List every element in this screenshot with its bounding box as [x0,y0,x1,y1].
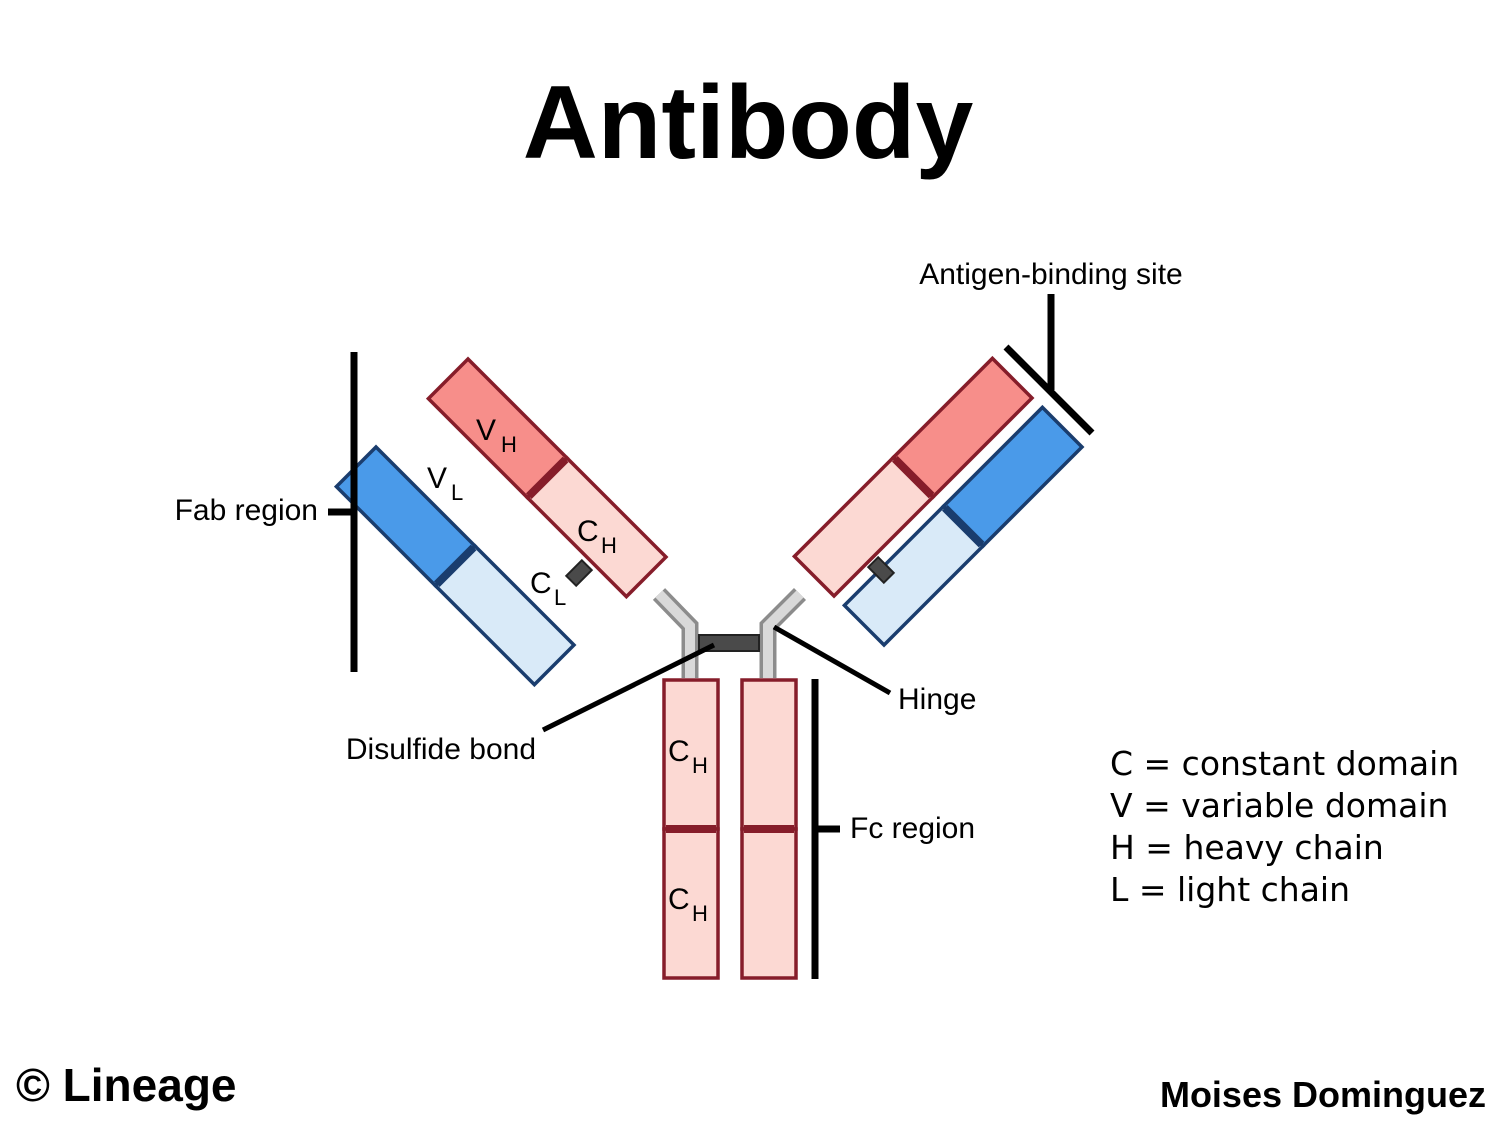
left-fab-heavy [425,356,669,600]
legend-item: V = variable domain [1110,786,1448,825]
vh-subscript: H [501,432,517,457]
right-heavy-domain-divider [891,455,935,499]
label-vl-left: V L [427,462,463,505]
label-ch-fc-upper: C H [668,735,708,778]
left-fab-disulfide [564,558,594,588]
hinge-leader [772,624,892,696]
ch-letter: C [577,515,599,548]
fc-region-label: Fc region [850,812,975,845]
legend-item: C = constant domain [1110,744,1459,783]
label-cl-left: C L [530,567,566,610]
fc-left-ch2-domain [662,678,720,831]
fc-right-chain [740,678,798,980]
hinge-label: Hinge [898,683,976,716]
antigen-binding-site-label: Antigen-binding site [919,258,1183,291]
copyright-credit: © Lineage [16,1059,237,1111]
fc-left-chain [662,678,720,980]
ch-fc-upper-subscript: H [692,753,708,778]
ch-fc-upper-letter: C [668,735,690,768]
cl-letter: C [530,567,552,600]
ch-fc-lower-letter: C [668,883,690,916]
right-fab-light [841,404,1085,648]
author-credit: Moises Dominguez [1160,1074,1486,1115]
ch-subscript: H [601,533,617,558]
left-hinge-segment-fill [655,590,695,678]
disulfide-bond-leader [541,642,716,733]
left-heavy-domain-divider [525,456,569,500]
right-hinge-segment-fill [763,590,804,678]
vl-letter: V [427,462,447,495]
fc-right-ch3-domain [740,827,798,980]
left-fab-arm [333,444,577,688]
ch-fc-lower-subscript: H [692,901,708,926]
vl-subscript: L [451,480,463,505]
page-title: Antibody [523,65,974,181]
vh-letter: V [476,414,496,447]
fc-right-ch2-domain [740,678,798,831]
disulfide-bond-label: Disulfide bond [346,733,536,766]
right-light-domain-divider [941,504,985,548]
label-ch-left: C H [577,515,617,558]
legend-item: L = light chain [1110,870,1350,909]
label-vh-left: V H [476,414,517,457]
left-light-domain-divider [433,544,477,588]
right-fab-disulfide [866,555,896,585]
legend-item: H = heavy chain [1110,828,1384,867]
cl-subscript: L [554,585,566,610]
right-fab-heavy [791,355,1035,599]
fab-region-label: Fab region [175,494,318,527]
label-ch-fc-lower: C H [668,883,708,926]
legend: C = constant domain V = variable domain … [1110,744,1459,909]
